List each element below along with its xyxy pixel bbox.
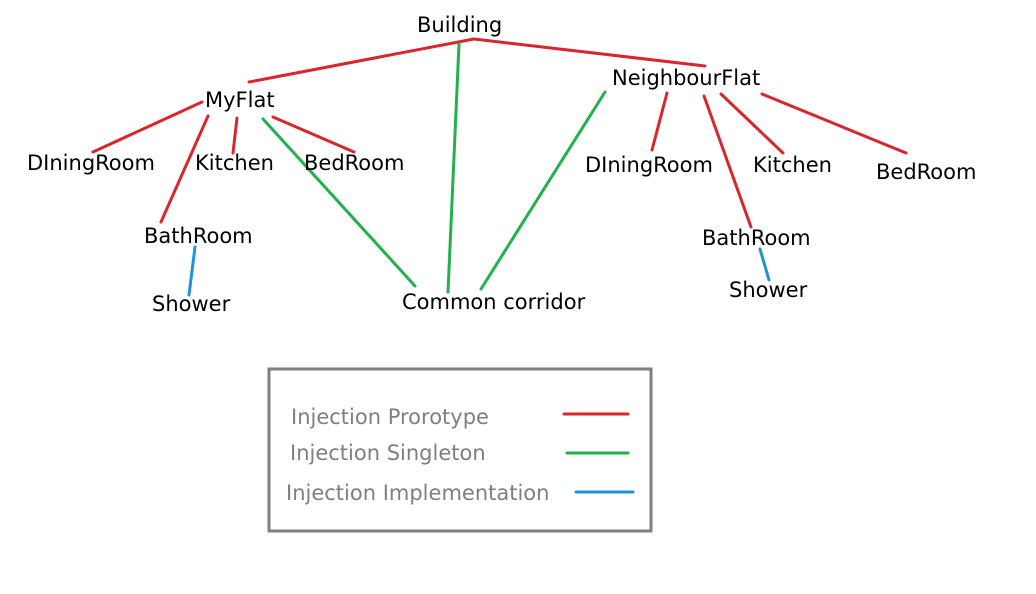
edge-neighbourflat-bedroom	[760, 92, 908, 155]
node-my-diningroom: DIningRoom	[27, 151, 155, 175]
legend-box	[267, 367, 653, 533]
legend-implementation-label: Injection Implementation	[286, 481, 549, 505]
edge-building-myflat	[247, 37, 476, 84]
legend-prototype-label: Injection Prorotype	[291, 405, 489, 429]
node-common-corridor: Common corridor	[402, 290, 586, 314]
edge-myflat-bathroom	[159, 114, 210, 224]
legend: Injection Prorotype Injection Singleton …	[267, 367, 653, 533]
node-myflat: MyFlat	[205, 88, 275, 112]
edges-group	[91, 37, 908, 297]
edge-neighbourflat-dining	[650, 91, 669, 152]
node-my-bedroom: BedRoom	[304, 151, 404, 175]
edge-neighbourflat-corridor	[479, 90, 607, 291]
node-nb-bedroom: BedRoom	[876, 160, 976, 184]
node-my-bathroom: BathRoom	[144, 224, 253, 248]
edge-nb-bathroom-shower	[758, 247, 771, 282]
edge-myflat-corridor	[261, 117, 417, 288]
node-my-kitchen: Kitchen	[195, 151, 274, 175]
edge-myflat-bedroom	[271, 115, 356, 154]
node-building: Building	[417, 13, 502, 37]
node-nb-diningroom: DIningRoom	[585, 153, 713, 177]
node-nb-shower: Shower	[729, 278, 808, 302]
node-nb-kitchen: Kitchen	[753, 153, 832, 177]
edge-neighbourflat-bathroom	[702, 94, 753, 229]
edge-bathroom-shower	[187, 245, 197, 297]
edge-building-corridor	[446, 42, 461, 294]
node-nb-bathroom: BathRoom	[702, 226, 811, 250]
node-my-shower: Shower	[152, 292, 231, 316]
edge-myflat-kitchen	[231, 116, 239, 155]
nodes-group: Building MyFlat NeighbourFlat DIningRoom…	[27, 13, 976, 316]
edge-myflat-dining	[91, 100, 204, 154]
node-neighbourflat: NeighbourFlat	[612, 66, 760, 90]
edge-building-neighbourflat	[472, 37, 707, 68]
edge-neighbourflat-kitchen	[719, 92, 785, 155]
legend-singleton-label: Injection Singleton	[290, 441, 486, 465]
